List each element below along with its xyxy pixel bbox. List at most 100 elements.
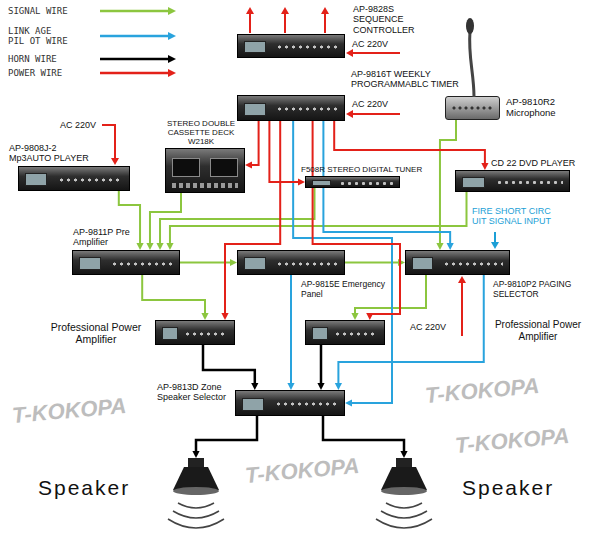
power-line [461,282,463,336]
wire-line [320,345,323,384]
speaker-icon [172,458,220,538]
wire-line [440,120,456,244]
device-label: AP-9816T WEEKLY PROGRAMMABLC TIMER [351,69,459,90]
sound-wave [173,511,219,518]
display-panel [242,398,264,411]
wire-line [170,192,467,244]
gooseneck [470,31,474,97]
knob-row [496,178,563,187]
sound-wave [168,519,224,528]
device-box: AP-9811P Pre Amplifier [72,250,180,275]
device-label: AP-9810R2 Microphone [506,97,578,119]
arrow-head [168,32,176,40]
device-box: F508R STEREO DIGITAL TUNER [305,176,400,188]
power-line [324,13,326,33]
wire-line [203,345,255,384]
power-line [284,13,286,33]
speaker-cone [173,467,219,490]
arrow-head [168,55,176,63]
wire-connector [345,259,405,266]
speaker-magnet [396,458,412,467]
display-panel [312,180,331,186]
watermark: T-KOKOPA [244,453,360,488]
device-label: Professional Power Amplifier [491,319,585,342]
device-box: AP-9808J-2 Mp3AUTO PLAYER [18,166,130,191]
power-line [352,113,400,115]
device-label: AP-9813D Zone Speaker Selector [157,382,229,403]
wire-connector [180,259,237,266]
speaker-icon [380,458,428,538]
legend-text: POWER WIRE [8,68,62,78]
arrow-head [346,110,353,118]
arrow-head [346,49,353,57]
device-box: AP-9815E Emergency Panel [237,250,345,275]
wire-connector [156,188,314,250]
arrow-head [458,276,466,283]
wire-connector [323,121,453,250]
wire-line [269,121,299,182]
device-label: AP-9815E Emergency Panel [301,280,389,300]
arrow-head [251,383,258,390]
arrow-head [192,451,199,458]
sound-wave [386,503,422,508]
arrow-head [335,383,342,390]
swatch-line [100,10,168,13]
legend-text: HORN WIRE [8,54,57,64]
speaker-rim [173,487,219,495]
device-box: AP-9810P2 PAGING SELECTOR [405,250,510,275]
wire-connector [287,275,294,390]
wire-line [160,188,314,244]
knob-row [276,42,338,52]
power-note: AC 220V [352,39,388,49]
arrow-head [136,243,143,250]
knob-row [339,181,393,186]
sound-wave [376,519,432,528]
legend-swatch [98,30,178,42]
signal-note: FIRE SHORT CIRC UIT SIGNAL INPUT [472,206,560,227]
arrow-head [230,259,237,266]
device-label: AP-9828S SEQUENCE CONTROLLER [353,4,417,35]
wire-connector [245,121,259,169]
display-panel [312,327,328,340]
device-label: AP-9810P2 PAGING SELECTOR [493,280,581,300]
wire-line [323,416,404,452]
sound-wave [178,503,214,508]
device-label: AP-9808J-2 Mp3AUTO PLAYER [9,143,93,164]
knob-row [443,259,503,269]
speaker-cone [381,467,427,490]
arrow-head [245,161,252,168]
microphone-head [466,18,474,34]
arrow-head [345,399,352,406]
arrow-head [156,243,163,250]
device-box: AP-9813D Zone Speaker Selector [235,390,345,416]
legend-text: LINK AGE PIL OT WIRE [8,26,70,47]
arrow-head [221,313,228,320]
swatch-line [100,72,168,75]
wire-line [142,275,205,314]
arrow-head [436,243,443,250]
device-box: Professional Power Amplifier [155,320,235,345]
display-panel [79,257,101,270]
wire-line [345,262,399,264]
knob-row [334,329,378,339]
power-line [102,125,115,159]
arrow-head [400,451,407,458]
cassette-window [172,158,200,176]
wire-connector [166,192,466,250]
arrow-head [447,243,454,250]
arrow-head [298,178,305,185]
knob-row [58,175,123,185]
device-box: AP-9828S SEQUENCE CONTROLLER [237,34,345,58]
display-panel [462,177,485,188]
ac-input-arrows [102,49,466,336]
wire-line [251,121,259,165]
wire-connector [313,121,400,320]
wire-connector [146,193,181,250]
device-label: CD 22 DVD PLAYER [491,158,575,168]
device-label: Professional Power Amplifier [46,321,146,345]
device-label: F508R STEREO DIGITAL TUNER [301,165,422,174]
display-panel [162,327,178,340]
arrow-head [168,7,176,15]
device-label: Speaker [38,476,130,500]
